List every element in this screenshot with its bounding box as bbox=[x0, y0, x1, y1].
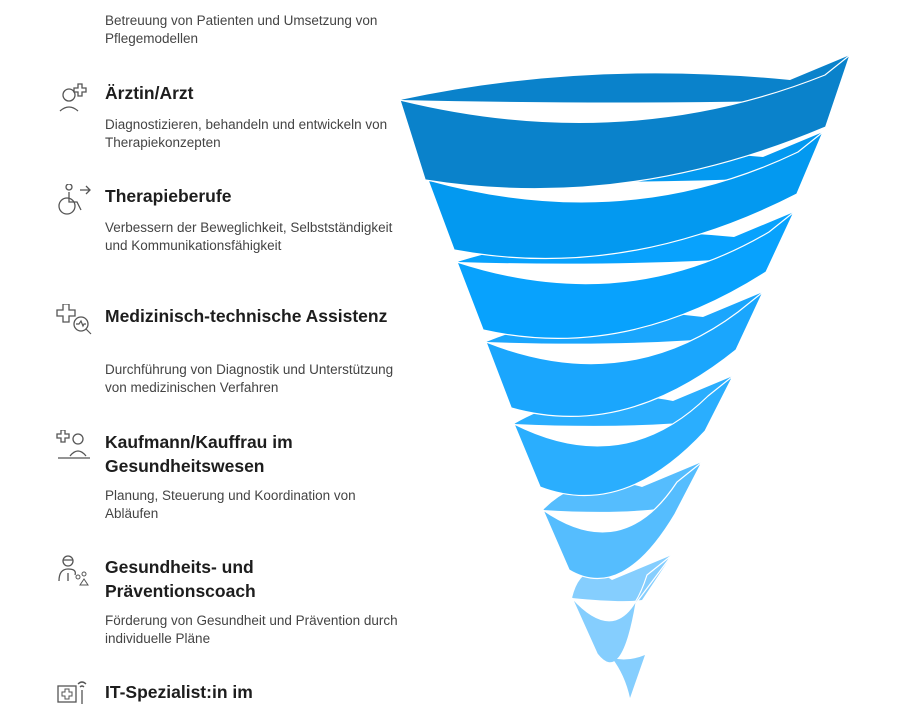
funnel-band-6 bbox=[541, 461, 703, 579]
doctor-icon bbox=[59, 83, 87, 112]
item-desc: Förderung von Gesundheit und Prävention … bbox=[105, 613, 398, 646]
item-title: Gesundheits- und Präventionscoach bbox=[105, 557, 256, 601]
funnel-band-back bbox=[400, 55, 850, 103]
item-desc: Planung, Steuerung und Koordination von … bbox=[105, 488, 356, 521]
health-it-icon bbox=[57, 681, 87, 704]
health-admin-icon bbox=[56, 430, 90, 459]
spiral-funnel-graphic bbox=[399, 53, 852, 698]
funnel-tip bbox=[612, 655, 645, 698]
item-title: Medizinisch-technische Assistenz bbox=[105, 306, 388, 326]
funnel-band-7 bbox=[571, 554, 673, 664]
medical-diagnostic-icon bbox=[56, 304, 92, 335]
item-title: IT-Spezialist:in im bbox=[105, 682, 253, 702]
funnel-band-5 bbox=[512, 375, 734, 497]
item-desc: Verbessern der Beweglichkeit, Selbststän… bbox=[105, 220, 393, 253]
wheelchair-icon bbox=[58, 184, 91, 215]
coach-icon bbox=[58, 555, 89, 586]
item-title: Therapieberufe bbox=[105, 186, 232, 206]
item-title: Ärztin/Arzt bbox=[105, 83, 194, 103]
item-desc: Diagnostizieren, behandeln und entwickel… bbox=[105, 117, 388, 150]
funnel-band-4 bbox=[484, 291, 764, 417]
funnel-band-back bbox=[572, 555, 672, 602]
item-title: Kaufmann/Kauffrau im Gesundheitswesen bbox=[105, 432, 293, 476]
funnel-band-3 bbox=[455, 211, 795, 339]
funnel-band-1 bbox=[399, 53, 852, 190]
item-desc: Durchführung von Diagnostik und Unterstü… bbox=[105, 362, 394, 395]
item-desc: Betreuung von Patienten und Umsetzung vo… bbox=[105, 13, 378, 46]
nurse-cross-icon bbox=[56, 0, 92, 16]
funnel-band-2 bbox=[427, 131, 824, 260]
